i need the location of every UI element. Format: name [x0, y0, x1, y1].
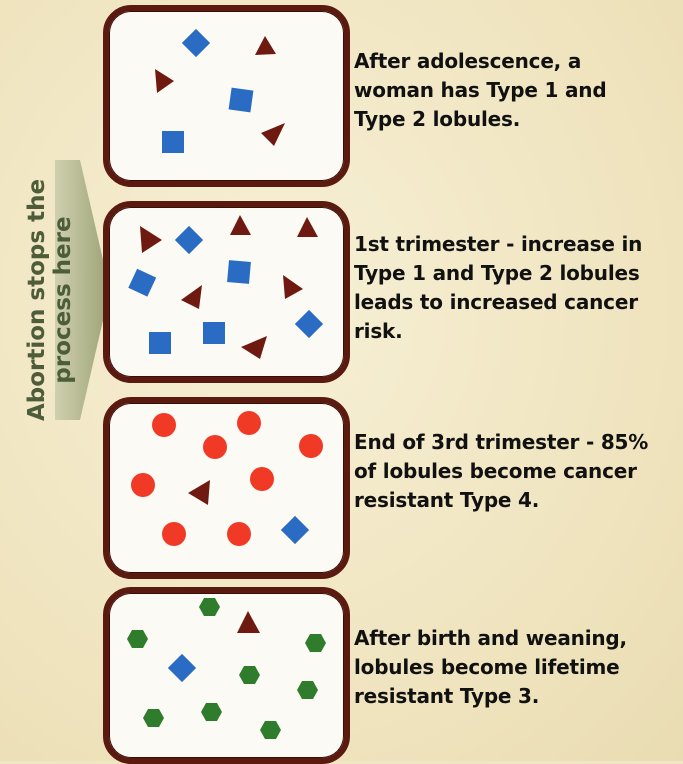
caption-adolescence: After adolescence, a woman has Type 1 an…: [354, 47, 674, 134]
caption-line: Type 2 lobules.: [354, 105, 674, 134]
type2-square: [229, 88, 254, 113]
type1-triangle: [297, 217, 318, 237]
type2-square: [149, 332, 171, 354]
type2-square: [168, 654, 196, 682]
type2-square: [227, 260, 251, 284]
type1-triangle: [237, 611, 260, 633]
caption-after-weaning: After birth and weaning, lobules become …: [354, 624, 674, 711]
caption-line: End of 3rd trimester - 85%: [354, 428, 674, 457]
side-label-line-1: Abortion stops the: [24, 170, 50, 430]
lobule-shapes-4: [109, 593, 332, 746]
lobule-shapes-3: [109, 403, 332, 561]
type3-hexagon: [305, 634, 326, 652]
stage-panel-adolescence: [103, 5, 350, 187]
type2-square: [281, 516, 309, 544]
type1-triangle: [283, 275, 303, 299]
type3-hexagon: [199, 598, 220, 616]
type1-triangle: [241, 336, 267, 359]
caption-line: lobules become lifetime: [354, 653, 674, 682]
type1-triangle: [155, 69, 174, 93]
caption-line: resistant Type 3.: [354, 682, 674, 711]
type4-circle: [152, 413, 176, 437]
type2-square: [162, 131, 184, 153]
side-label: Abortion stops the process here: [24, 170, 76, 430]
caption-line: risk.: [354, 317, 674, 346]
caption-line: After birth and weaning,: [354, 624, 674, 653]
caption-line: resistant Type 4.: [354, 486, 674, 515]
caption-line: After adolescence, a: [354, 47, 674, 76]
side-label-container: Abortion stops the process here: [20, 170, 80, 430]
type3-hexagon: [143, 709, 164, 727]
lobule-shapes-1: [109, 11, 332, 169]
caption-line: Type 1 and Type 2 lobules: [354, 259, 674, 288]
lobule-shapes-2: [109, 207, 332, 365]
stage-panel-third-trimester: [103, 397, 350, 579]
type4-circle: [131, 473, 155, 497]
type4-circle: [227, 522, 251, 546]
caption-first-trimester: 1st trimester - increase in Type 1 and T…: [354, 230, 674, 346]
stage-panel-after-weaning: [103, 587, 350, 764]
type3-hexagon: [239, 666, 260, 684]
type4-circle: [250, 467, 274, 491]
type3-hexagon: [297, 681, 318, 699]
type2-square: [128, 269, 156, 297]
type1-triangle: [255, 36, 276, 55]
type3-hexagon: [127, 630, 148, 648]
caption-third-trimester: End of 3rd trimester - 85% of lobules be…: [354, 428, 674, 515]
type4-circle: [162, 522, 186, 546]
type4-circle: [237, 411, 261, 435]
type1-triangle: [230, 215, 251, 235]
stage-panel-first-trimester: [103, 201, 350, 383]
side-label-line-2: process here: [50, 170, 76, 430]
caption-line: leads to increased cancer: [354, 288, 674, 317]
type2-square: [203, 322, 225, 344]
type2-square: [182, 29, 210, 57]
caption-line: woman has Type 1 and: [354, 76, 674, 105]
type3-hexagon: [201, 703, 222, 721]
caption-line: 1st trimester - increase in: [354, 230, 674, 259]
type4-circle: [299, 434, 323, 458]
type4-circle: [203, 435, 227, 459]
type1-triangle: [261, 123, 285, 146]
type3-hexagon: [260, 721, 281, 739]
type2-square: [175, 226, 203, 254]
caption-line: of lobules become cancer: [354, 457, 674, 486]
type2-square: [295, 310, 323, 338]
type1-triangle: [188, 480, 210, 505]
type1-triangle: [140, 226, 162, 253]
type1-triangle: [181, 285, 202, 309]
